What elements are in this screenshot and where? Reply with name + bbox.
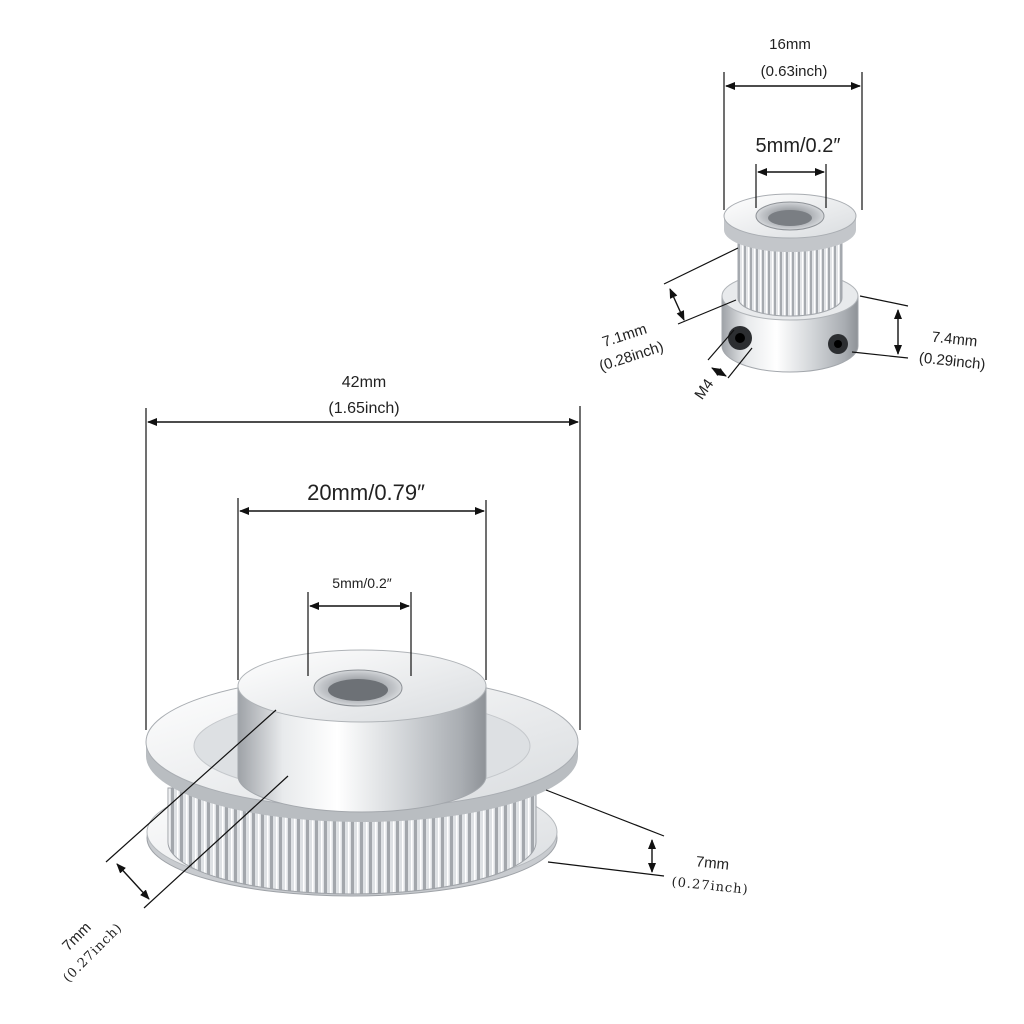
dim-hub-diameter: 20mm/0.79″ [237, 480, 487, 680]
bore-diameter-large-label: 5mm/0.2″ [332, 575, 391, 591]
flange-diameter-small-mm: 16mm [769, 36, 811, 53]
outer-diameter-mm: 42mm [342, 374, 386, 391]
dim-bore-diameter-small: 5mm/0.2″ [755, 135, 841, 208]
dim-bore-diameter-large: 5mm/0.2″ [307, 575, 412, 676]
dim-flange-diameter-small: 16mm (0.63inch) [723, 36, 863, 210]
hub-height-small-inch: (0.29inch) [918, 349, 986, 373]
small-pulley [721, 193, 859, 373]
set-screw-label: M4 [691, 376, 717, 403]
flange-diameter-small-inch: (0.63inch) [761, 63, 828, 80]
hub-height-small-mm: 7.4mm [931, 329, 978, 351]
tooth-width-large-inch: (0.27inch) [671, 875, 749, 898]
dim-tooth-width-large: 7mm (0.27inch) [545, 789, 749, 898]
bore-diameter-small-label: 5mm/0.2″ [756, 135, 841, 157]
hub-diameter-label: 20mm/0.79″ [307, 480, 425, 505]
large-pulley [145, 649, 579, 897]
dim-outer-diameter: 42mm (1.65inch) [145, 374, 581, 730]
dim-hub-height-small: 7.4mm (0.29inch) [851, 295, 986, 373]
dim-tooth-height-small: 7.1mm (0.28inch) [597, 247, 739, 375]
outer-diameter-inch: (1.65inch) [328, 400, 399, 417]
tooth-width-large-mm: 7mm [695, 853, 730, 873]
